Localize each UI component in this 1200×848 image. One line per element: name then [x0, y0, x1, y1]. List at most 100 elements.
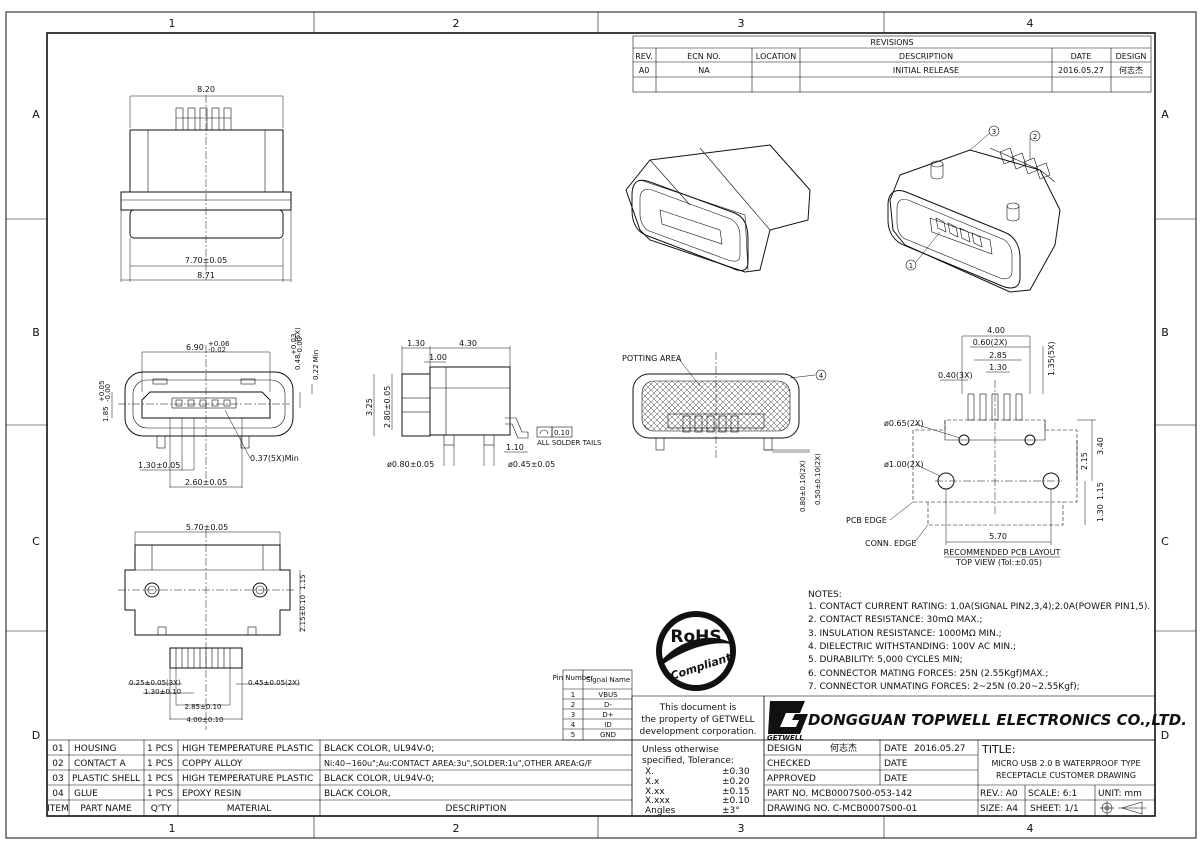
bom-01-part: HOUSING	[74, 744, 117, 754]
tol-xx: X.x	[645, 777, 660, 787]
iso-view-left	[625, 144, 811, 273]
revisions-title: REVISIONS	[870, 38, 913, 47]
conn-edge-label: CONN. EDGE	[865, 539, 916, 548]
title-label: TITLE:	[981, 743, 1015, 756]
zone-row-c-right: C	[1161, 535, 1169, 548]
note-5: 5. DURABILITY: 5,000 CYCLES MIN;	[808, 655, 963, 665]
bom-header-part: PART NAME	[80, 804, 132, 814]
bom-03-item: 03	[52, 774, 63, 784]
iso-view-right: 3 2 1	[887, 125, 1061, 293]
pcb-dim-1-15: 1.15	[1096, 482, 1105, 500]
rev-header-rev: REV.	[635, 52, 653, 61]
zone-col-1-bottom: 1	[169, 822, 176, 835]
dim-1-10: 1.10	[506, 443, 524, 452]
dim-5-70-bottom: 5.70±0.05	[186, 523, 228, 532]
drawing-no: DRAWING NO. C-MCB0007S00-01	[767, 804, 917, 814]
dim-1-30-bottom: 1.30±0.10	[144, 688, 181, 696]
tolerance-title-2: specified, Tolerance:	[642, 756, 734, 766]
note-1: 1. CONTACT CURRENT RATING: 1.0A(SIGNAL P…	[808, 602, 1150, 612]
title-block: This document is the property of GETWELL…	[46, 695, 1187, 817]
tol-angles: Angles	[645, 806, 676, 816]
rev-value: REV.: A0	[980, 789, 1018, 799]
title-line-1: MICRO USB 2.0 B WATERPROOF TYPE	[991, 759, 1140, 768]
pcb-layout-subtitle: TOP VIEW (Tol:±0.05)	[955, 558, 1042, 567]
bom-02-part: CONTACT A	[74, 759, 127, 769]
tol-x: X.	[645, 767, 654, 777]
rev-cell-date: 2016.05.27	[1058, 66, 1104, 75]
dim-0-48-lower: -0.00	[296, 337, 304, 355]
pin-1-signal: VBUS	[598, 691, 618, 699]
zone-col-4: 4	[1027, 17, 1034, 30]
bom-04-item: 04	[52, 789, 64, 799]
dim-8-20: 8.20	[197, 85, 215, 94]
dim-0-80-dia: ø0.80±0.05	[387, 460, 434, 469]
zone-row-a-right: A	[1161, 108, 1169, 121]
checked-label: CHECKED	[767, 759, 811, 769]
note-3: 3. INSULATION RESISTANCE: 1000MΩ MIN.;	[808, 629, 1002, 639]
dim-0-48-upper: +0.03	[290, 334, 298, 355]
pin-2-signal: D-	[604, 701, 612, 709]
dim-0-45-2x: 0.45±0.05(2X)	[248, 679, 300, 687]
rev-cell-ecn: NA	[698, 66, 710, 75]
dim-0-25: 0.25±0.05(3X)	[129, 679, 181, 687]
company-name: DONGGUAN TOPWELL ELECTRONICS CO.,LTD.	[808, 711, 1187, 729]
pcb-edge-label: PCB EDGE	[846, 516, 887, 525]
rev-header-description: DESCRIPTION	[899, 52, 953, 61]
bom-header-material: MATERIAL	[227, 804, 272, 814]
zone-row-d: D	[32, 729, 40, 742]
pin-1-number: 1	[571, 691, 575, 699]
zone-col-1: 1	[169, 17, 176, 30]
revisions-table: REVISIONS REV. ECN NO. LOCATION DESCRIPT…	[632, 35, 1152, 93]
dim-0-80-2x: 0.80±0.10(2X)	[799, 460, 807, 512]
pcb-dim-4-00: 4.00	[987, 326, 1005, 335]
rohs-logo: RoHS Compliant	[656, 611, 736, 691]
pcb-layout-view: 4.00 0.60(2X) 2.85 1.30 0.40(3X) 1.35(5X…	[846, 326, 1105, 567]
dim-1-15-bottom: 1.15	[299, 574, 307, 590]
pcb-dim-2-85: 2.85	[989, 351, 1007, 360]
dim-1-85: 1.85	[102, 406, 110, 422]
zone-col-3: 3	[738, 17, 745, 30]
dim-0-37-min: 0.37(5X)Min	[250, 454, 299, 463]
dim-6-90: 6.90	[186, 343, 204, 352]
dim-6-90-upper: +0.06	[208, 340, 230, 348]
balloon-1: 1	[909, 262, 913, 270]
pcb-dim-0-40: 0.40(3X)	[938, 371, 973, 380]
pcb-dim-1-30-b: 1.30	[1096, 504, 1105, 522]
tolerance-title-1: Unless otherwise	[642, 745, 719, 755]
bom-04-material: EPOXY RESIN	[182, 789, 241, 799]
pin-5-signal: GND	[600, 731, 616, 739]
projection-symbol-icon	[1100, 801, 1146, 815]
zone-row-b: B	[32, 326, 40, 339]
front-view: 6.90 +0.06 -0.02 0.48 +0.03 -0.00 (5X) 0…	[98, 327, 320, 488]
dim-0-50-2x: 0.50±0.10(2X)	[814, 453, 822, 505]
pin-header-signal: Signal Name	[586, 676, 630, 684]
rohs-title: RoHS	[670, 627, 721, 647]
note-4: 4. DIELECTRIC WITHSTANDING: 100V AC MIN.…	[808, 642, 1016, 652]
balloon-3: 3	[992, 128, 996, 136]
zone-row-c: C	[32, 535, 40, 548]
dim-8-71: 8.71	[197, 271, 215, 280]
part-no: PART NO. MCB0007S00-053-142	[767, 789, 912, 799]
tol-xx-value: ±0.20	[722, 777, 750, 787]
bom-02-item: 02	[52, 759, 63, 769]
bom-02-qty: 1 PCS	[147, 759, 173, 769]
getwell-logo: GETWELL	[767, 701, 808, 742]
bom-01-item: 01	[52, 744, 63, 754]
bom-header-item: ITEM	[47, 804, 69, 814]
zone-col-3-bottom: 3	[738, 822, 745, 835]
checked-date-label: DATE	[884, 759, 908, 769]
pin-3-signal: D+	[602, 711, 613, 719]
sheet-value: SHEET: 1/1	[1030, 804, 1079, 814]
tol-x-value: ±0.30	[722, 767, 750, 777]
date-value: 2016.05.27	[914, 744, 966, 754]
tol-xxx-value: ±0.15	[722, 787, 750, 797]
pin-header-number: Pin Number	[553, 674, 594, 682]
unit-value: UNIT: mm	[1098, 789, 1142, 799]
bom-03-qty: 1 PCS	[147, 774, 173, 784]
zone-col-2: 2	[453, 17, 460, 30]
pcb-layout-title: RECOMMENDED PCB LAYOUT	[944, 548, 1061, 557]
bom-04-part: GLUE	[74, 789, 98, 799]
rev-cell-rev: A0	[639, 66, 650, 75]
pcb-dim-0-60: 0.60(2X)	[973, 338, 1008, 347]
